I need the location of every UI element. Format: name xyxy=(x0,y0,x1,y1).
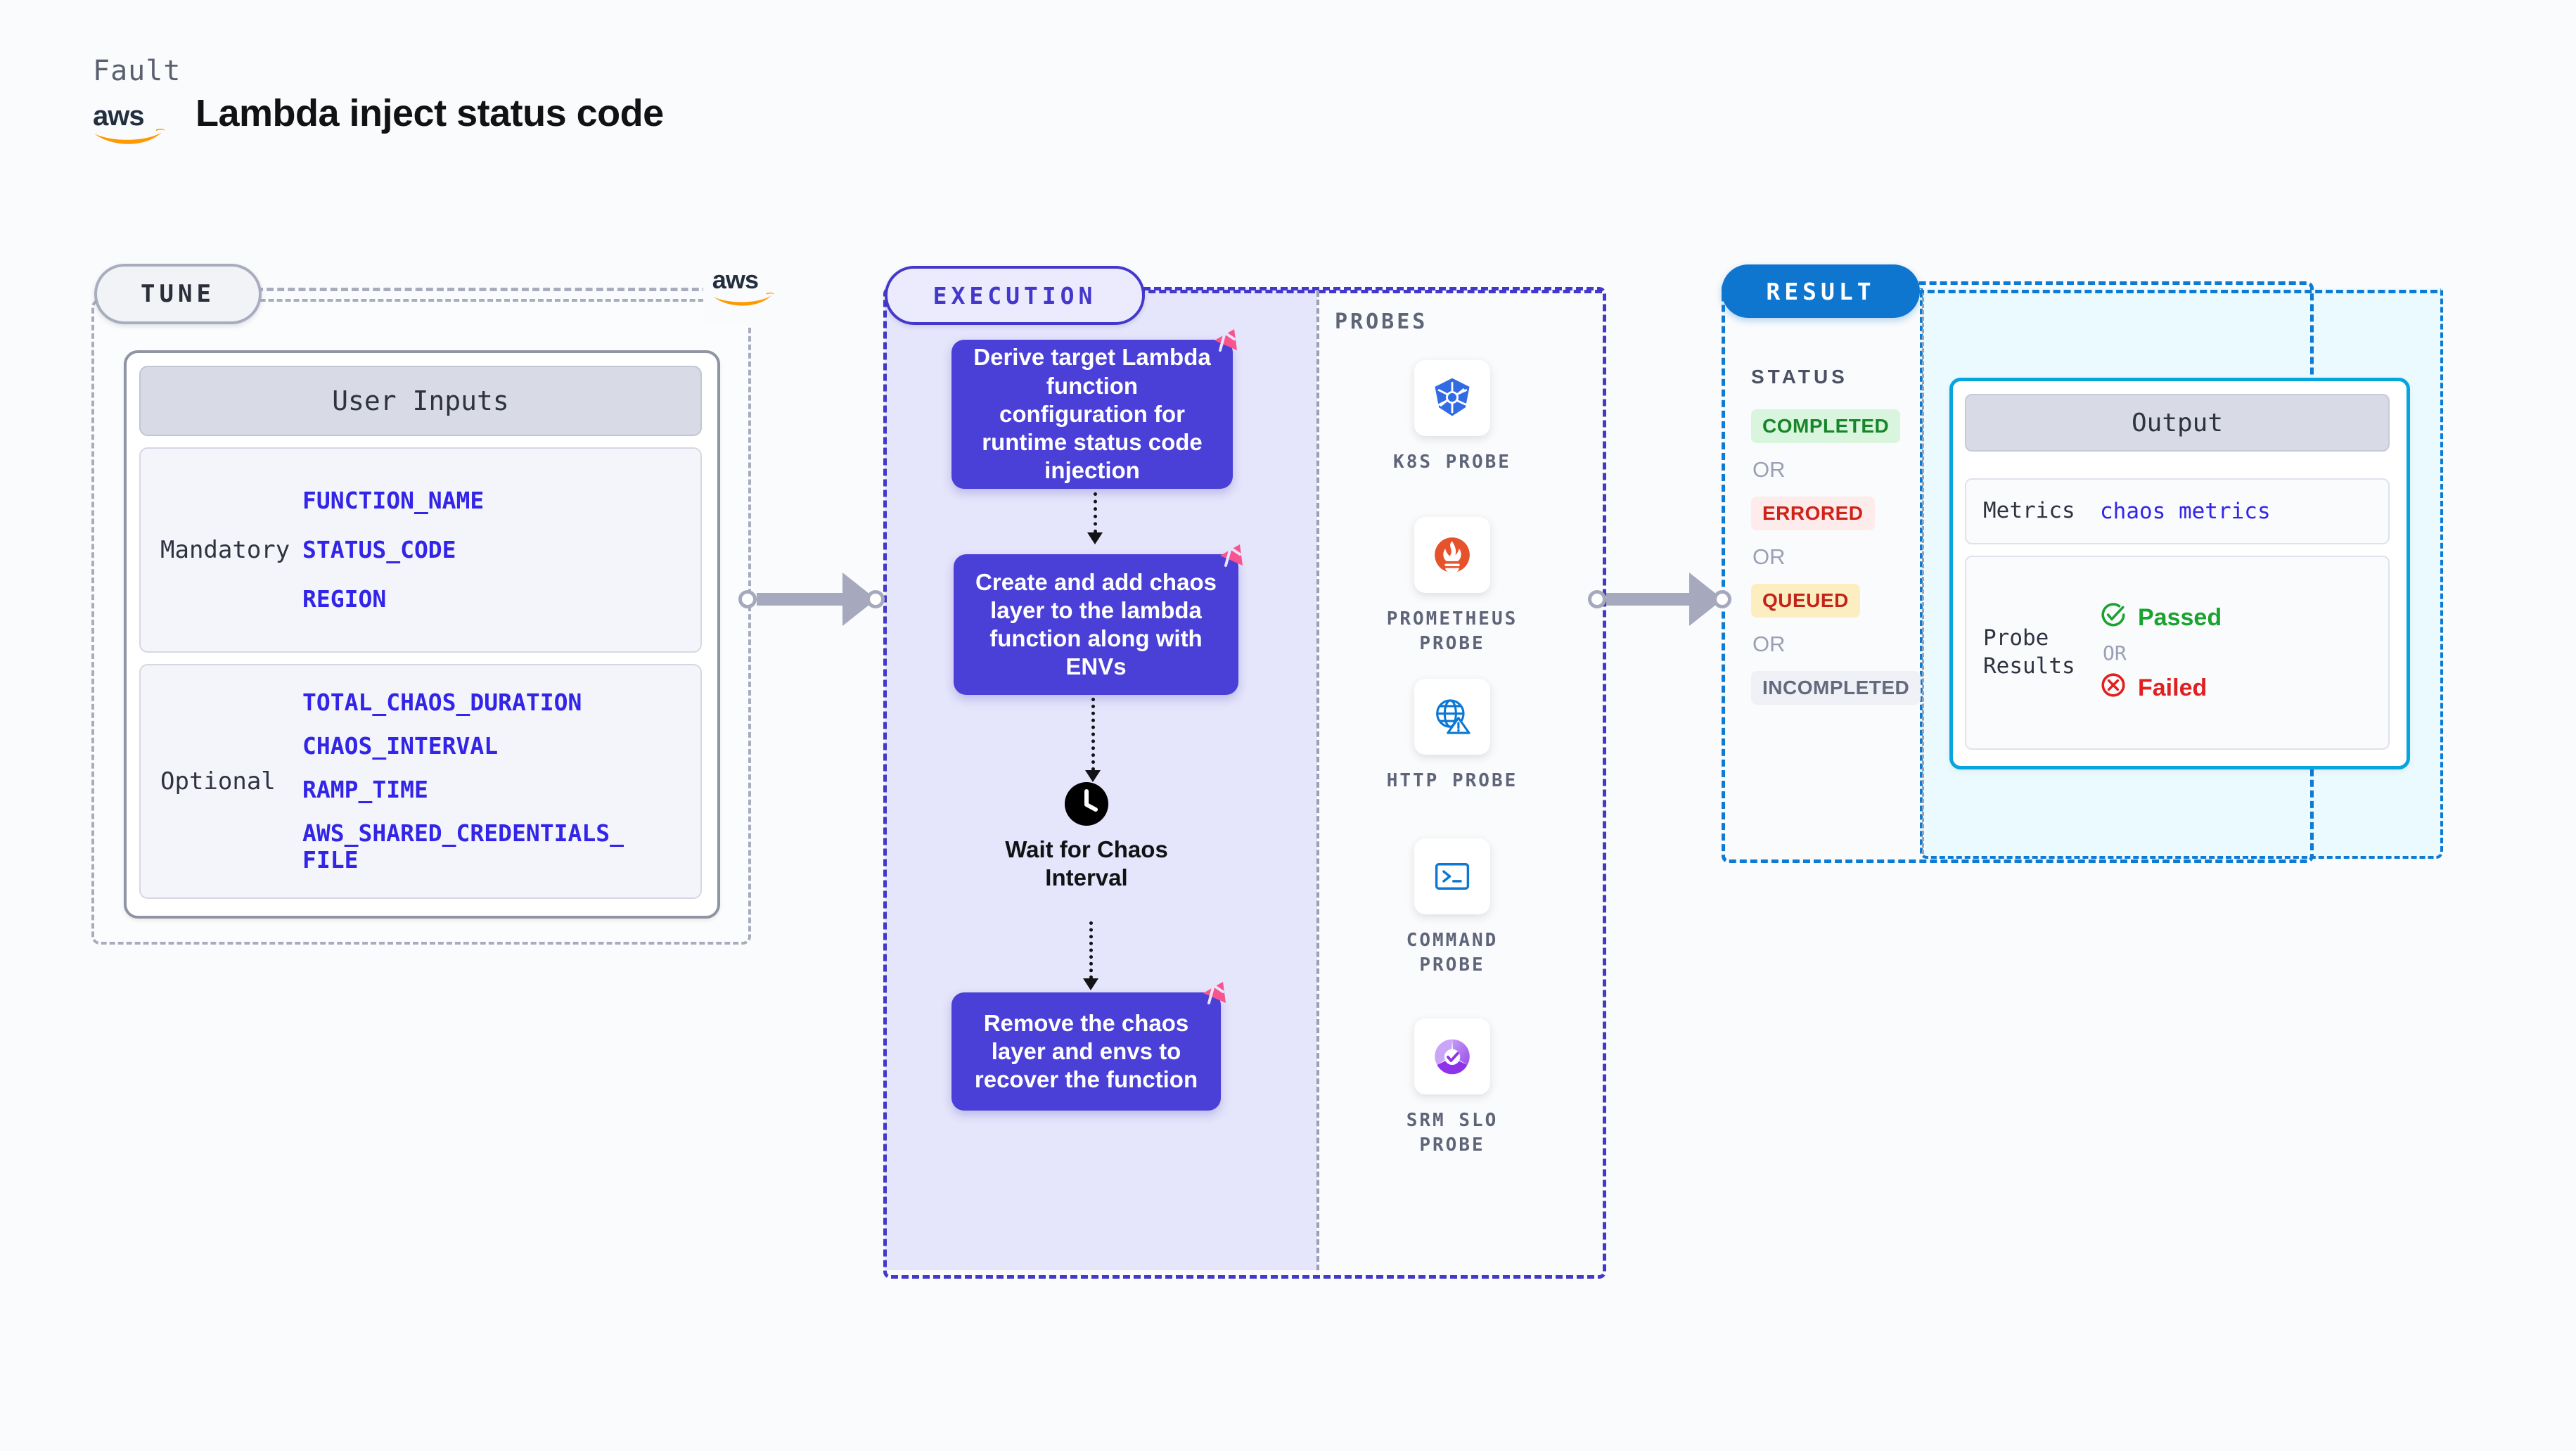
metrics-row: Metrics chaos metrics xyxy=(1965,478,2390,544)
connector-end-dot xyxy=(866,590,885,608)
arrow-line xyxy=(1089,921,1093,979)
arrow-tip xyxy=(1087,532,1103,544)
probe-label: K8S PROBE xyxy=(1393,452,1511,473)
arrow-tip xyxy=(1085,770,1101,782)
connector-bar xyxy=(1606,593,1689,606)
aws-logo-icon: aws xyxy=(703,252,786,325)
execution-step-2[interactable]: Create and add chaos layer to the lambda… xyxy=(954,554,1238,695)
kubernetes-icon xyxy=(1414,360,1490,436)
wait-node-label: Wait for Chaos Interval xyxy=(1005,836,1168,890)
probe-results-values: Passed OR Failed xyxy=(2100,601,2222,705)
mandatory-param-list: FUNCTION_NAME STATUS_CODE REGION xyxy=(302,487,484,613)
probe-results-row: Probe Results Passed OR Failed xyxy=(1965,556,2390,750)
status-or: OR xyxy=(1752,457,1786,482)
terminal-icon xyxy=(1414,838,1490,914)
page-title: Lambda inject status code xyxy=(196,92,664,134)
optional-params-group: Optional TOTAL_CHAOS_DURATION CHAOS_INTE… xyxy=(139,664,702,899)
execution-pill[interactable]: EXECUTION xyxy=(885,266,1145,325)
probe-item-prometheus[interactable]: PROMETHEUS PROBE xyxy=(1378,517,1526,656)
litmus-corner-icon xyxy=(1210,326,1240,356)
result-connector-line xyxy=(1917,290,2437,293)
probe-results-or: OR xyxy=(2103,641,2127,665)
execution-region xyxy=(883,287,1606,1279)
passed-label: Passed xyxy=(2138,603,2222,631)
arrow-line xyxy=(1091,698,1095,771)
status-or: OR xyxy=(1752,544,1786,569)
probe-label: PROMETHEUS PROBE xyxy=(1386,608,1518,655)
status-section-label: STATUS xyxy=(1751,366,1848,388)
connector-start-dot xyxy=(1588,590,1606,608)
param-item[interactable]: CHAOS_INTERVAL xyxy=(302,732,499,760)
probes-divider xyxy=(1316,291,1319,1270)
connector-start-dot xyxy=(738,590,757,608)
probe-label: HTTP PROBE xyxy=(1386,770,1518,791)
svg-text:aws: aws xyxy=(93,101,144,132)
failed-label: Failed xyxy=(2138,674,2207,701)
status-badge-queued: QUEUED xyxy=(1751,584,1860,618)
check-circle-icon xyxy=(2100,601,2127,634)
page-kicker: Fault xyxy=(93,55,181,87)
http-globe-warning-icon xyxy=(1414,679,1490,755)
flow-arrow-2 xyxy=(1085,698,1101,782)
execution-step-1[interactable]: Derive target Lambda function configurat… xyxy=(951,340,1233,489)
flow-arrow-3 xyxy=(1083,921,1098,990)
probes-section-label: PROBES xyxy=(1335,309,1428,334)
wait-for-chaos-interval-node: Wait for Chaos Interval xyxy=(999,782,1174,891)
metrics-key: Metrics xyxy=(1983,498,2075,524)
clock-icon xyxy=(1065,782,1108,826)
prometheus-icon xyxy=(1414,517,1490,593)
tune-connector-line xyxy=(256,288,720,291)
svg-text:aws: aws xyxy=(712,265,758,294)
srm-slo-icon xyxy=(1414,1018,1490,1094)
optional-param-list: TOTAL_CHAOS_DURATION CHAOS_INTERVAL RAMP… xyxy=(302,689,624,874)
probe-result-failed: Failed xyxy=(2100,672,2222,705)
probe-results-key: Probe Results xyxy=(1983,625,2075,679)
result-pill[interactable]: RESULT xyxy=(1722,264,1920,318)
probe-item-command[interactable]: COMMAND PROBE xyxy=(1378,838,1526,978)
execution-connector-line xyxy=(1138,290,1602,293)
param-item[interactable]: TOTAL_CHAOS_DURATION xyxy=(302,689,582,717)
status-list: COMPLETED OR ERRORED OR QUEUED OR INCOMP… xyxy=(1751,409,1921,705)
status-badge-incompleted: INCOMPLETED xyxy=(1751,671,1921,705)
connector-end-dot xyxy=(1713,590,1731,608)
status-badge-completed: COMPLETED xyxy=(1751,409,1901,443)
param-item[interactable]: REGION xyxy=(302,584,387,613)
x-circle-icon xyxy=(2100,672,2127,705)
probe-item-http[interactable]: HTTP PROBE xyxy=(1378,679,1526,793)
probe-label: COMMAND PROBE xyxy=(1406,930,1499,976)
probe-result-passed: Passed xyxy=(2100,601,2222,634)
arrow-tip xyxy=(1083,978,1098,990)
param-item[interactable]: FUNCTION_NAME xyxy=(302,487,485,515)
litmus-corner-icon xyxy=(1216,542,1245,571)
execution-step-1-text: Derive target Lambda function configurat… xyxy=(973,344,1211,484)
param-item[interactable]: AWS_SHARED_CREDENTIALS_ FILE xyxy=(302,819,624,874)
aws-logo-icon: aws xyxy=(91,98,170,148)
connector-tune-to-execution xyxy=(738,573,885,626)
probe-item-k8s[interactable]: K8S PROBE xyxy=(1378,360,1526,475)
param-item[interactable]: STATUS_CODE xyxy=(302,536,456,564)
status-badge-errored: ERRORED xyxy=(1751,497,1875,530)
metrics-value[interactable]: chaos metrics xyxy=(2100,499,2271,524)
user-inputs-title: User Inputs xyxy=(139,366,702,436)
execution-step-2-text: Create and add chaos layer to the lambda… xyxy=(975,568,1217,680)
flow-arrow-1 xyxy=(1087,492,1103,544)
mandatory-params-group: Mandatory FUNCTION_NAME STATUS_CODE REGI… xyxy=(139,447,702,653)
litmus-corner-icon xyxy=(1199,979,1229,1009)
output-title: Output xyxy=(1965,394,2390,452)
status-output-divider xyxy=(1922,291,1924,854)
mandatory-label: Mandatory xyxy=(160,536,290,564)
probe-item-srm-slo[interactable]: SRM SLO PROBE xyxy=(1378,1018,1526,1158)
tune-pill[interactable]: TUNE xyxy=(94,264,262,324)
connector-execution-to-result xyxy=(1588,573,1731,626)
arrow-line xyxy=(1093,492,1097,533)
param-item[interactable]: RAMP_TIME xyxy=(302,776,428,804)
optional-label: Optional xyxy=(160,767,276,795)
probe-label: SRM SLO PROBE xyxy=(1406,1110,1499,1156)
connector-bar xyxy=(757,593,842,606)
execution-step-3-text: Remove the chaos layer and envs to recov… xyxy=(974,1009,1198,1093)
status-or: OR xyxy=(1752,632,1786,656)
execution-step-3[interactable]: Remove the chaos layer and envs to recov… xyxy=(951,992,1221,1111)
